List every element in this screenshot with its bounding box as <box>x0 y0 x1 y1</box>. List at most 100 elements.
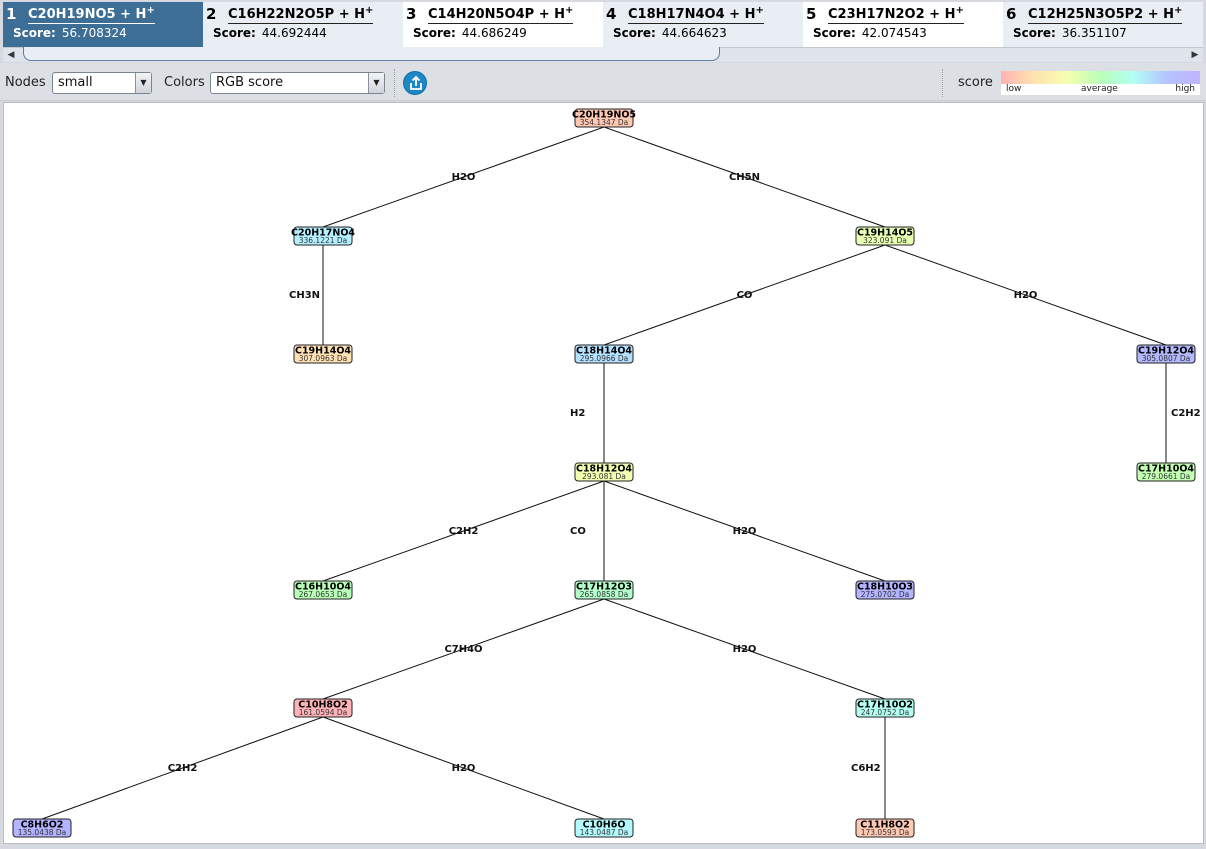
scrollbar-thumb[interactable] <box>23 47 720 61</box>
toolbar: Nodes small ▼ Colors RGB score ▼ score l… <box>0 63 1206 101</box>
node-box <box>293 580 353 600</box>
chevron-down-icon[interactable]: ▼ <box>368 73 384 93</box>
scroll-left-icon[interactable]: ◀ <box>7 50 15 60</box>
scroll-right-icon[interactable]: ▶ <box>1191 50 1199 60</box>
node-formula: C18H12O4 <box>576 464 632 475</box>
tree-edge <box>603 480 886 582</box>
nodes-select[interactable]: small ▼ <box>52 72 152 94</box>
node-formula: C18H14O4 <box>576 346 632 357</box>
node-formula: C20H17NO4 <box>291 228 355 239</box>
edge-loss-label: CH3N <box>289 290 320 301</box>
node-formula: C19H12O4 <box>1138 346 1194 357</box>
toolbar-divider <box>394 69 395 97</box>
node-formula: C8H6O2 <box>21 820 64 831</box>
candidate-rank: 2 <box>206 5 217 23</box>
edge-loss-label: CH5N <box>729 172 760 183</box>
node-formula: C20H19NO5 <box>572 110 636 121</box>
adduct-text: + H <box>538 7 565 22</box>
node-box <box>855 818 915 838</box>
export-icon <box>410 75 422 90</box>
adduct-text: + H <box>929 7 956 22</box>
formula-text: C23H17N2O2 <box>828 7 925 22</box>
chevron-down-icon[interactable]: ▼ <box>135 73 151 93</box>
node-box <box>293 344 353 364</box>
node-mass: 305.0807 Da <box>1142 354 1191 363</box>
node-mass: 336.1221 Da <box>299 236 348 245</box>
tree-edge <box>603 598 886 700</box>
node-mass: 173.0593 Da <box>861 828 910 837</box>
tree-edge <box>322 716 605 820</box>
export-button[interactable] <box>403 71 427 95</box>
candidate-score: Score:44.692444 <box>213 26 327 40</box>
node-box <box>574 818 634 838</box>
candidate-item[interactable]: 4 C18H17N4O4 + H+ Score:44.664623 <box>603 2 803 47</box>
node-box <box>574 580 634 600</box>
charge-sign: + <box>365 5 374 16</box>
colors-select[interactable]: RGB score ▼ <box>210 72 385 94</box>
candidate-scrollbar[interactable]: ◀ ▶ <box>3 47 1203 62</box>
candidate-formula: C14H20N5O4P + H+ <box>428 5 574 24</box>
node-formula: C17H10O2 <box>857 700 913 711</box>
node-mass: 354.1347 Da <box>580 118 629 127</box>
candidate-score: Score:42.074543 <box>813 26 927 40</box>
node-mass: 247.0752 Da <box>861 708 910 717</box>
node-formula: C19H14O4 <box>295 346 351 357</box>
node-box <box>855 580 915 600</box>
node-box <box>293 698 353 718</box>
candidate-formula: C18H17N4O4 + H+ <box>628 5 764 24</box>
edge-loss-label: H2O <box>452 763 476 774</box>
score-value: 44.664623 <box>661 26 727 40</box>
tree-edge <box>41 716 324 820</box>
edge-loss-label: H2 <box>570 408 585 419</box>
adduct-text: + H <box>338 7 365 22</box>
tree-edge <box>603 244 886 346</box>
formula-text: C12H25N3O5P2 <box>1028 7 1144 22</box>
candidate-score: Score:44.664623 <box>613 26 727 40</box>
edge-loss-label: C2H2 <box>1171 408 1201 419</box>
score-value: 36.351107 <box>1061 26 1127 40</box>
node-box <box>574 462 634 482</box>
colors-label: Colors <box>164 75 205 90</box>
tree-edge <box>322 480 605 582</box>
tree-edge <box>322 598 605 700</box>
node-formula: C17H12O3 <box>576 582 632 593</box>
node-mass: 135.0438 Da <box>18 828 67 837</box>
legend-high: high <box>1175 84 1195 94</box>
tree-edge <box>603 126 886 228</box>
candidate-rank: 4 <box>606 5 617 23</box>
charge-sign: + <box>565 5 574 16</box>
node-formula: C10H6O <box>583 820 626 831</box>
adduct-text: + H <box>120 7 147 22</box>
node-mass: 267.0653 Da <box>299 590 348 599</box>
tree-edge <box>322 126 605 228</box>
score-color-scale <box>1001 71 1200 84</box>
node-mass: 295.0966 Da <box>580 354 629 363</box>
nodes-select-value: small <box>58 75 93 90</box>
candidate-rank: 1 <box>6 5 17 23</box>
candidate-score: Score:56.708324 <box>13 26 127 40</box>
